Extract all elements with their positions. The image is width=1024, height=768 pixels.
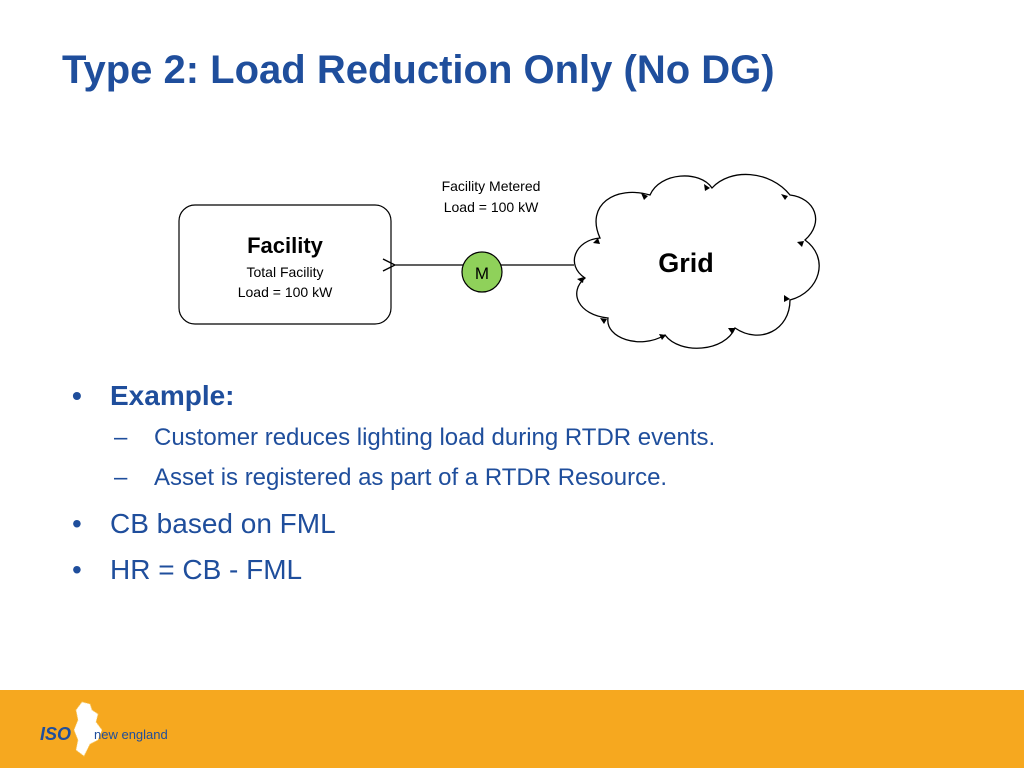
grid-cloud — [573, 173, 820, 349]
new-england-map-icon — [73, 701, 103, 757]
dash-marker: – — [114, 424, 128, 451]
facility-load-line2: Load = 100 kW — [238, 284, 333, 300]
bullet-hr: • HR = CB - FML — [72, 550, 972, 590]
facility-grid-diagram: Facility Total Facility Load = 100 kW M … — [178, 173, 820, 349]
sub-bullet-1-text: Customer reduces lighting load during RT… — [154, 424, 716, 451]
logo-iso-text: ISO — [40, 724, 72, 744]
meter-circle — [461, 251, 503, 293]
bullet-cb-text: CB based on FML — [110, 508, 336, 539]
footer-band — [0, 690, 1024, 768]
facility-load-line1: Total Facility — [246, 264, 323, 280]
bullet-marker: • — [72, 554, 82, 585]
grid-label: Grid — [658, 248, 714, 278]
dash-marker: – — [114, 464, 128, 491]
meter-label: M — [475, 264, 489, 283]
iso-new-england-logo: ISO new england — [40, 700, 180, 758]
sub-bullet-2-text: Asset is registered as part of a RTDR Re… — [154, 464, 668, 491]
bullet-marker: • — [72, 508, 82, 539]
slide-title: Type 2: Load Reduction Only (No DG) — [62, 48, 775, 92]
bullet-hr-text: HR = CB - FML — [110, 554, 303, 585]
metered-load-line2: Load = 100 kW — [444, 199, 539, 215]
cloud-arrowheads — [577, 184, 804, 340]
bullet-example-text: Example: — [110, 380, 235, 411]
bullet-cb: • CB based on FML — [72, 504, 972, 544]
sub-bullet-2: – Asset is registered as part of a RTDR … — [72, 458, 972, 498]
sub-bullet-1: – Customer reduces lighting load during … — [72, 418, 972, 458]
bullet-marker: • — [72, 380, 82, 411]
logo-new-england-text: new england — [94, 727, 168, 742]
bullet-example: • Example: — [72, 376, 972, 416]
bullet-list: • Example: – Customer reduces lighting l… — [72, 376, 972, 592]
metered-load-line1: Facility Metered — [442, 178, 541, 194]
facility-title: Facility — [247, 233, 324, 258]
